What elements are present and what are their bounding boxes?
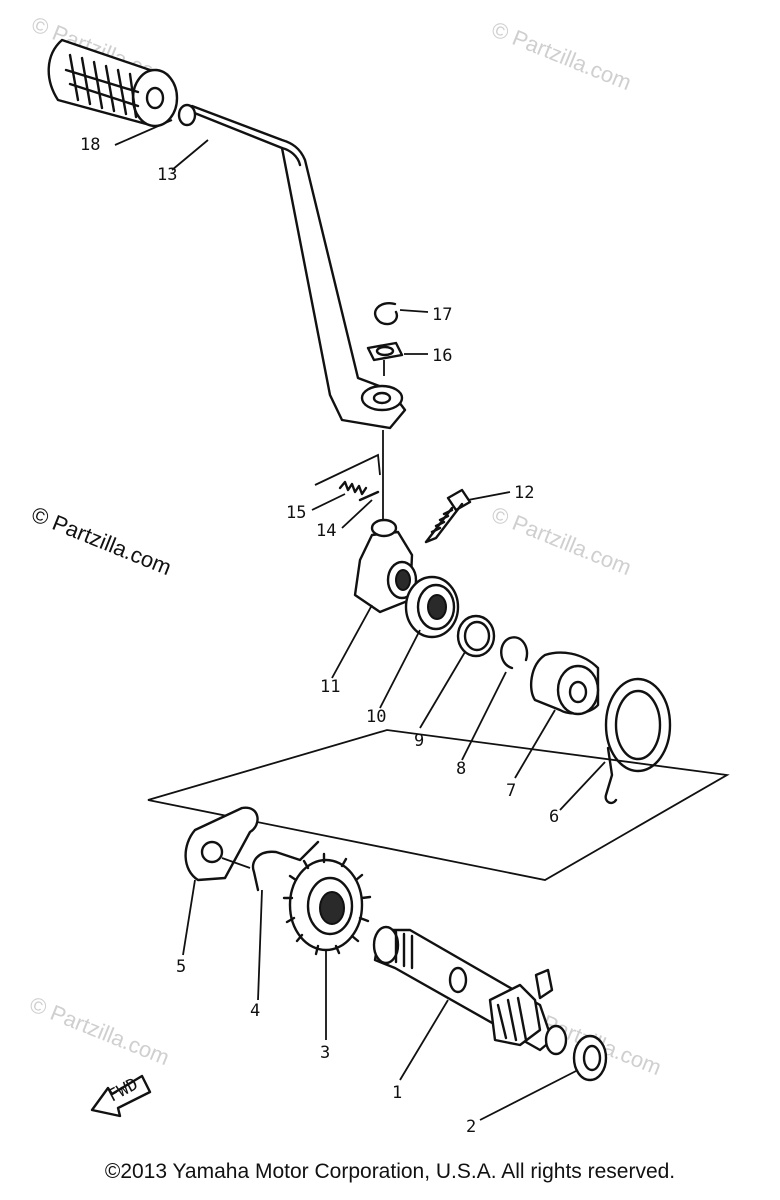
callout-9: 9 (414, 731, 424, 751)
assembly-outline (147, 729, 730, 881)
part-17-clip (373, 302, 399, 326)
callout-7: 7 (506, 781, 516, 801)
callout-13: 13 (157, 165, 177, 185)
part-10-bearing (404, 575, 460, 639)
callout-3: 3 (320, 1043, 330, 1063)
callout-15: 15 (286, 503, 306, 523)
part-18-grip (47, 38, 179, 128)
callout-18: 18 (80, 135, 100, 155)
part-7-spring-guide (529, 651, 600, 716)
callout-11: 11 (320, 677, 340, 697)
callout-2: 2 (466, 1117, 476, 1137)
part-11-boss-holder (353, 518, 418, 614)
part-3-kick-gear (282, 852, 372, 956)
callout-1: 1 (392, 1083, 402, 1103)
watermark: © Partzilla.com (488, 501, 635, 580)
part-8-circlip (500, 636, 529, 670)
copyright-notice: ©2013 Yamaha Motor Corporation, U.S.A. A… (104, 1160, 676, 1183)
callout-5: 5 (176, 957, 186, 977)
callout-6: 6 (549, 807, 559, 827)
watermark: © Partzilla.com (26, 991, 173, 1070)
part-6-torsion-spring (604, 677, 672, 805)
part-5-plate (184, 806, 259, 882)
callout-12: 12 (514, 483, 534, 503)
part-4-clip (251, 840, 320, 892)
part-2-washer (572, 1034, 608, 1082)
watermark: © Partzilla.com (28, 501, 175, 580)
part-12-bolt (424, 488, 472, 544)
callout-10: 10 (366, 707, 386, 727)
watermark: © Partzilla.com (488, 16, 635, 95)
part-1-kick-axle (372, 925, 568, 1056)
fwd-arrow-icon: FWD (90, 1074, 152, 1118)
callout-4: 4 (250, 1001, 260, 1021)
callout-17: 17 (432, 305, 452, 325)
callout-14: 14 (316, 521, 336, 541)
part-14-pin (358, 490, 380, 502)
part-16-washer (366, 341, 404, 362)
part-15-spring (338, 480, 368, 496)
callout-16: 16 (432, 346, 452, 366)
part-9-washer (456, 614, 496, 658)
part-13-kick-arm (177, 103, 407, 430)
callout-8: 8 (456, 759, 466, 779)
